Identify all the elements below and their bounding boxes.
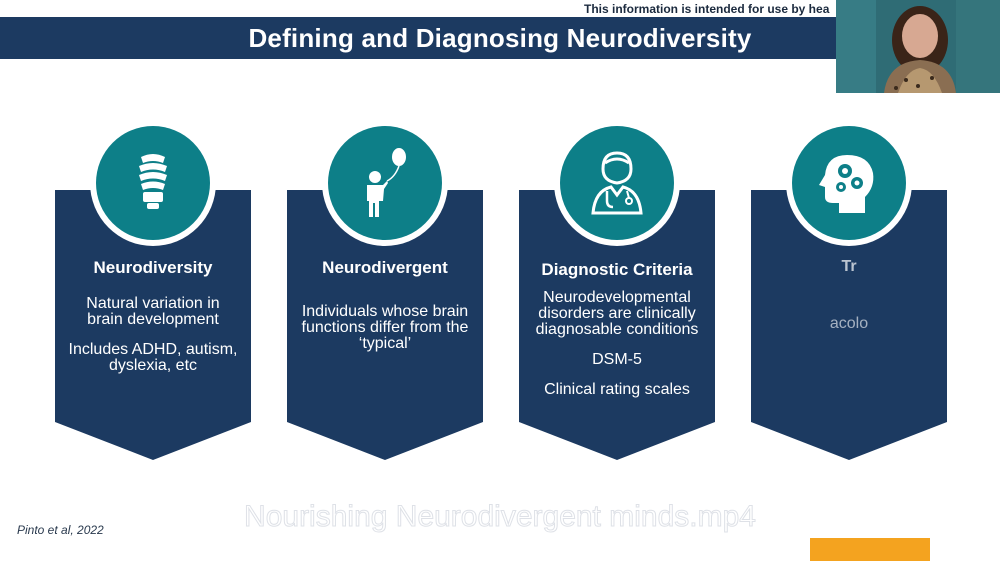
- head-gears-icon: [819, 155, 874, 213]
- title-bar: Defining and Diagnosing Neurodiversity: [0, 17, 1000, 59]
- card-body: acolo: [763, 316, 935, 346]
- card-line: Includes ADHD, autism, dyslexia, etc: [68, 341, 238, 374]
- card-shape: [519, 190, 715, 460]
- icon-badge: [90, 120, 216, 246]
- lightbulb-icon: [139, 154, 167, 209]
- card-heading: Diagnostic Criteria: [541, 260, 693, 279]
- slide-title: Defining and Diagnosing Neurodiversity: [248, 22, 752, 53]
- icon-badge: [322, 120, 448, 246]
- card-body: Natural variation in brain development I…: [67, 296, 239, 388]
- video-filename-overlay: Nourishing Neurodivergent minds.mp4: [244, 500, 757, 534]
- doctor-icon: [591, 151, 643, 215]
- icon-badge: [554, 120, 680, 246]
- card-shape: [55, 190, 251, 460]
- card-line: DSM-5: [592, 351, 642, 368]
- card-shape: [751, 190, 947, 460]
- card-heading: Neurodivergent: [322, 258, 448, 277]
- icon-badge: [786, 120, 912, 246]
- card-line: acolo: [829, 315, 869, 332]
- card-shape: [287, 190, 483, 460]
- card-heading: Neurodiversity: [93, 258, 213, 277]
- presenter-webcam[interactable]: [836, 0, 1000, 93]
- card-heading: Tr: [841, 258, 857, 275]
- card-line: Neurodevelopmental disorders are clinica…: [535, 289, 699, 338]
- child-balloon-icon: [367, 148, 406, 217]
- card-treatment: Tr acolo: [751, 120, 947, 465]
- card-line: Individuals whose brain functions differ…: [301, 303, 469, 352]
- card-diagnostic-criteria: Diagnostic Criteria Neurodevelopmental d…: [519, 120, 715, 465]
- disclaimer-text: This information is intended for use by …: [584, 2, 830, 16]
- card-body: Neurodevelopmental disorders are clinica…: [531, 290, 703, 412]
- citation: Pinto et al, 2022: [17, 523, 104, 537]
- presenter-image: [836, 0, 1000, 93]
- card-neurodiversity: Neurodiversity Natural variation in brai…: [55, 120, 251, 465]
- accent-bar: [810, 538, 930, 561]
- card-neurodivergent: Neurodivergent Individuals whose brain f…: [287, 120, 483, 465]
- card-line: Natural variation in brain development: [86, 295, 220, 328]
- card-body: Individuals whose brain functions differ…: [299, 304, 471, 366]
- card-line: Clinical rating scales: [544, 381, 690, 398]
